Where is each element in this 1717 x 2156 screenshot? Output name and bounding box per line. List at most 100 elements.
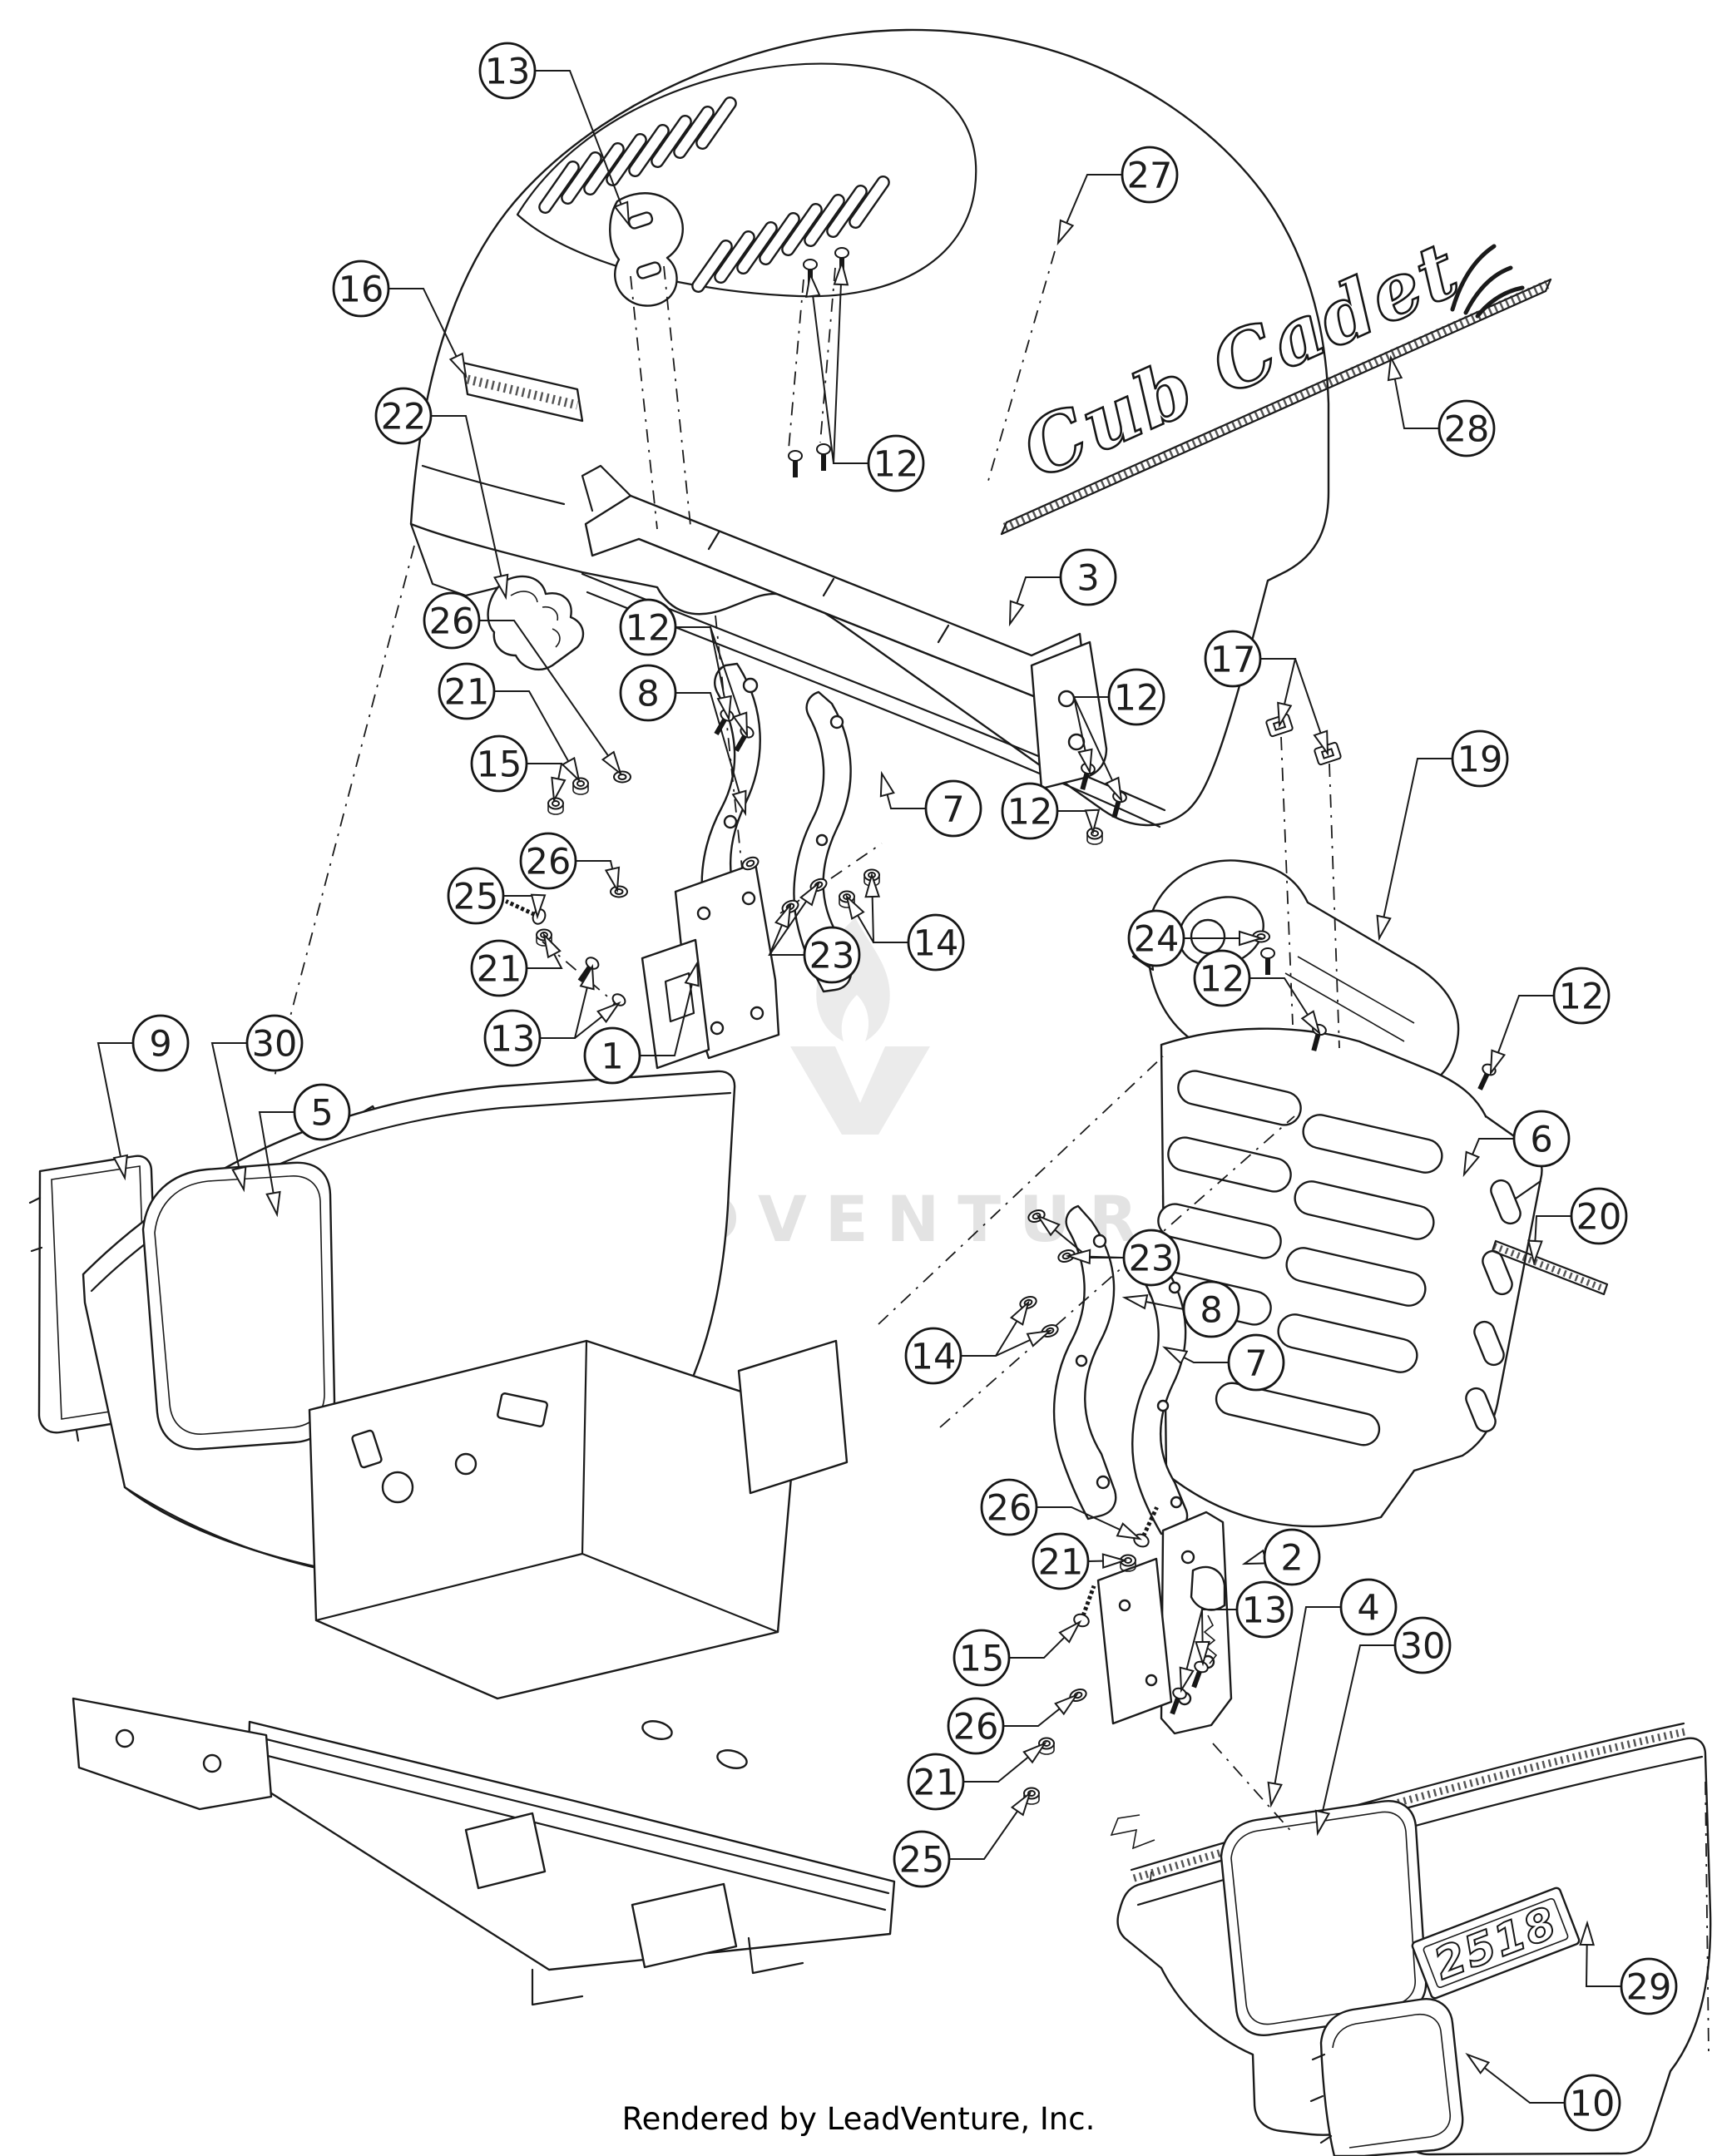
svg-text:5: 5	[310, 1092, 333, 1134]
svg-text:19: 19	[1457, 739, 1503, 780]
screw-fastener	[788, 450, 803, 477]
callout-22: 22	[374, 387, 509, 601]
callout-24: 24	[1127, 909, 1264, 967]
hinge-rod	[1491, 1239, 1609, 1296]
callout-15: 15	[953, 1619, 1082, 1687]
callout-21: 21	[907, 1741, 1047, 1811]
svg-text:27: 27	[1127, 155, 1173, 196]
callout-1: 1	[583, 960, 700, 1085]
hinge-bracket-plate	[641, 862, 780, 1070]
svg-text:9: 9	[149, 1023, 171, 1065]
hood-vent-slots	[538, 96, 890, 293]
callout-21: 21	[470, 932, 563, 997]
svg-text:10: 10	[1570, 2083, 1616, 2124]
callout-4: 4	[1267, 1578, 1398, 1808]
callout-6: 6	[1462, 1110, 1571, 1178]
callout-12: 12	[1001, 782, 1101, 840]
svg-text:23: 23	[1129, 1238, 1175, 1279]
svg-text:14: 14	[913, 922, 959, 964]
right-side-panel: 2518	[1110, 1722, 1712, 2156]
svg-text:13: 13	[485, 51, 531, 92]
svg-text:4: 4	[1357, 1587, 1379, 1629]
frame-chassis	[72, 1339, 896, 2006]
callout-13: 13	[483, 963, 621, 1067]
callout-13: 13	[1179, 1580, 1294, 1694]
callout-21: 21	[1032, 1532, 1128, 1590]
svg-text:25: 25	[899, 1839, 945, 1881]
svg-text:7: 7	[1244, 1343, 1267, 1384]
callout-29: 29	[1579, 1920, 1678, 2015]
hood-inner-strip	[461, 361, 584, 423]
callout-27: 27	[1056, 146, 1179, 246]
v-logo-icon	[790, 1046, 930, 1135]
callout-12: 12	[805, 260, 925, 492]
svg-text:12: 12	[1559, 976, 1605, 1017]
callout-30: 30	[1314, 1616, 1452, 1837]
svg-text:29: 29	[1626, 1966, 1672, 2008]
alignment-dashes	[274, 250, 1710, 2055]
callout-26: 26	[519, 832, 621, 893]
callout-26: 26	[947, 1693, 1079, 1755]
svg-text:8: 8	[636, 673, 659, 715]
svg-text:17: 17	[1210, 639, 1256, 680]
screw-fastener	[577, 957, 600, 983]
callout-12: 12	[1489, 967, 1611, 1076]
svg-text:21: 21	[913, 1762, 959, 1803]
svg-text:26: 26	[953, 1706, 999, 1748]
svg-text:7: 7	[942, 789, 964, 830]
nut-fastener	[1086, 827, 1103, 845]
svg-text:28: 28	[1444, 408, 1490, 450]
svg-text:15: 15	[959, 1638, 1005, 1679]
callout-20: 20	[1527, 1187, 1628, 1266]
nut-fastener	[572, 777, 589, 795]
svg-text:12: 12	[1007, 791, 1053, 833]
callout-26: 26	[980, 1478, 1143, 1540]
svg-text:25: 25	[453, 876, 499, 917]
nut-fastener	[547, 797, 564, 815]
svg-text:30: 30	[252, 1023, 298, 1065]
callout-14: 14	[845, 872, 965, 972]
callout-7: 7	[879, 770, 982, 838]
callout-12: 12	[1072, 668, 1165, 804]
callout-13: 13	[478, 42, 631, 228]
callout-15: 15	[470, 734, 567, 804]
svg-text:26: 26	[526, 841, 572, 883]
callout-8: 8	[619, 664, 747, 817]
hood-latch-bracket	[1096, 1511, 1233, 1735]
callout-12: 12	[1193, 949, 1321, 1036]
grass-icon	[1450, 244, 1525, 319]
svg-text:26: 26	[429, 601, 475, 642]
svg-text:21: 21	[444, 671, 490, 713]
callout-23: 23	[1036, 1214, 1180, 1287]
svg-text:21: 21	[1038, 1541, 1084, 1583]
callout-30: 30	[210, 1014, 304, 1193]
svg-text:26: 26	[987, 1487, 1032, 1529]
svg-text:13: 13	[1242, 1590, 1288, 1631]
support-clip	[487, 575, 585, 671]
callout-19: 19	[1376, 729, 1509, 942]
svg-text:12: 12	[873, 443, 919, 485]
svg-text:21: 21	[477, 948, 522, 990]
svg-text:14: 14	[911, 1336, 957, 1377]
washer-fastener	[613, 770, 631, 784]
footer-text: Rendered by LeadVenture, Inc.	[622, 2101, 1096, 2137]
svg-text:22: 22	[381, 396, 427, 438]
svg-text:12: 12	[1114, 677, 1160, 719]
washer-fastener	[741, 856, 760, 871]
lower-access-panel	[1309, 1998, 1464, 2156]
callout-7: 7	[1161, 1333, 1285, 1392]
hood	[409, 28, 1330, 828]
svg-text:16: 16	[339, 269, 384, 310]
callout-23: 23	[768, 881, 861, 984]
svg-text:12: 12	[1200, 958, 1245, 1000]
callout-25: 25	[893, 1791, 1032, 1888]
svg-text:15: 15	[477, 744, 522, 785]
svg-text:8: 8	[1200, 1289, 1222, 1331]
callout-5: 5	[258, 1083, 351, 1218]
callout-26: 26	[423, 591, 622, 776]
svg-text:6: 6	[1530, 1119, 1552, 1160]
hinge-arm-7-right	[1131, 1258, 1189, 1535]
callout-2: 2	[1241, 1528, 1321, 1586]
svg-text:12: 12	[626, 607, 671, 649]
